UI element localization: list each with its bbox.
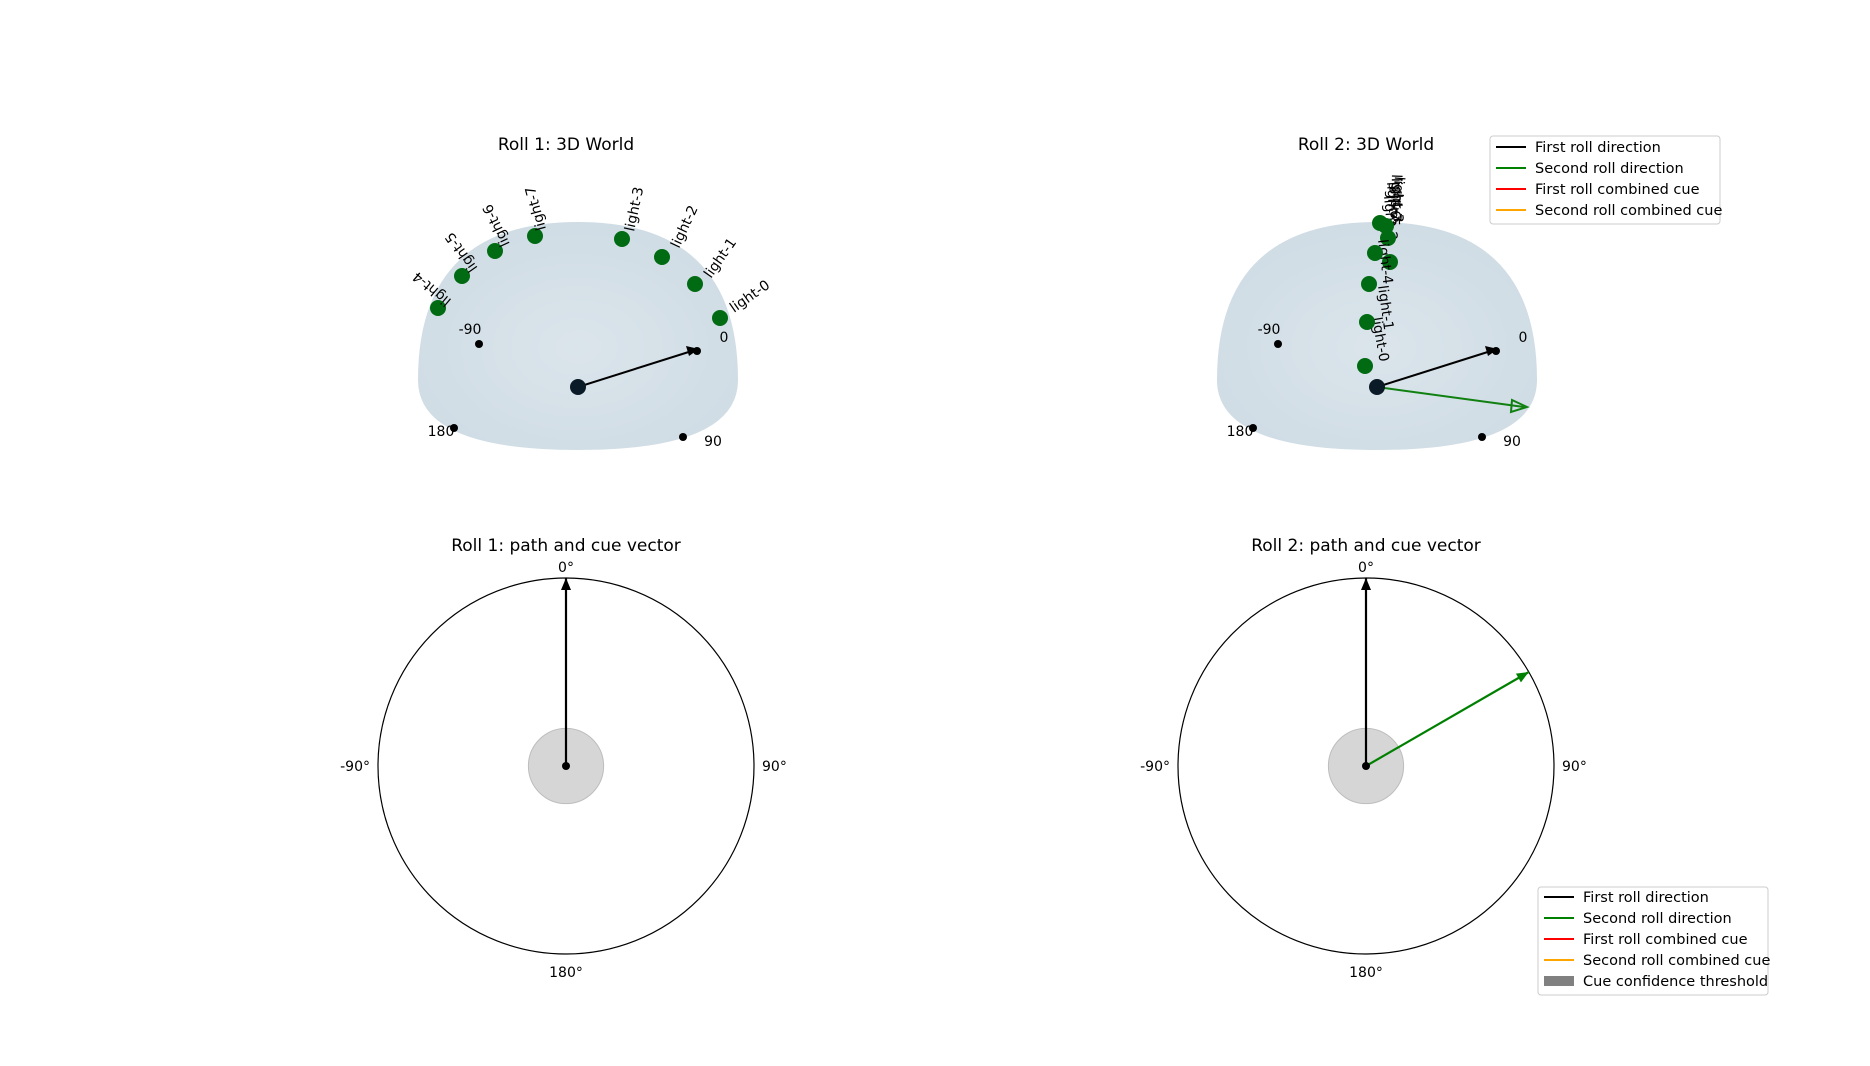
roll2-world-first-direction-arrowhead [1485,346,1498,356]
roll2-world-title: Roll 2: 3D World [1298,135,1434,155]
roll2-light-0-label: light-0 [1368,316,1392,363]
roll2-azimuth-label-180: 180 [1227,424,1254,440]
roll1-light-7-label: light-7 [523,184,550,232]
roll1-azimuth-label-180: 180 [428,424,455,440]
roll1-light-2-marker [654,249,670,265]
roll2-world-second-direction-arrowhead [1509,398,1530,414]
roll1-azimuth-label-minus90: -90 [459,322,482,338]
roll2-light-1-label: light-1 [1374,284,1396,331]
roll2-world-origin [1369,379,1385,395]
roll2-light-2-marker [1382,254,1398,270]
legend-bottom-label-second-direction: Second roll direction [1583,911,1732,927]
roll1-azimuth-label-0: 0 [720,330,729,346]
roll1-world-first-direction-arrowhead [686,346,699,356]
roll2-angle-tick-label: 90° [1562,759,1587,775]
roll2-azimuth-marker-minus90 [1274,340,1282,348]
legend-bottom-swatch-threshold [1544,976,1574,986]
legend-bottom-label-first-direction: First roll direction [1583,890,1709,906]
roll1-first-roll-direction-arrowhead [561,578,571,590]
roll2-azimuth-marker-90 [1478,433,1486,441]
roll1-polar-origin [562,762,570,770]
roll2-light-7-label: light-7 [1387,176,1407,222]
roll1-light-3-label: light-3 [622,185,647,232]
roll2-world-second-direction-arrow [1376,386,1525,408]
roll2-angle-tick-label: 0° [1358,560,1374,576]
roll1-angle-tick-label: 0° [558,560,574,576]
roll2-light-7-marker [1378,218,1394,234]
legend-top-label-second-cue: Second roll combined cue [1535,203,1722,219]
roll2-light-3-marker [1380,230,1396,246]
roll1-light-2-label: light-2 [668,203,702,251]
legend-bottom: First roll direction Second roll directi… [1537,886,1770,996]
roll2-azimuth-marker-180 [1249,424,1257,432]
roll2-light-5-marker [1367,245,1383,261]
legend-top: First roll direction Second roll directi… [1489,135,1722,225]
roll1-light-5-marker [454,268,470,284]
roll1-light-3-marker [614,231,630,247]
roll1-angle-tick-label: 90° [762,759,787,775]
roll2-light-1-marker [1359,314,1375,330]
roll1-azimuth-marker-180 [450,424,458,432]
roll2-light-0-marker [1357,358,1373,374]
roll1-angle-tick-label: -90° [340,759,370,775]
roll2-second-roll-direction-vector [1365,671,1530,767]
roll1-azimuth-marker-minus90 [475,340,483,348]
roll1-world-title: Roll 1: 3D World [498,135,634,155]
legend-top-frame [1489,135,1721,225]
roll2-azimuth-label-0: 0 [1519,330,1528,346]
roll2-second-roll-direction-arrowhead [1515,672,1529,683]
roll2-polar-panel: Roll 2: path and cue vector 0° 90° 180° -90° [1140,536,1587,981]
roll1-azimuth-label-90: 90 [704,434,722,450]
legend-bottom-label-second-cue: Second roll combined cue [1583,953,1770,969]
roll2-angle-tick-label: -90° [1140,759,1170,775]
roll2-light-5-label: light-5 [1383,181,1402,227]
roll1-light-7-marker [527,228,543,244]
roll2-azimuth-label-90: 90 [1503,434,1521,450]
legend-top-label-second-direction: Second roll direction [1535,161,1684,177]
roll2-first-roll-direction-arrowhead [1361,578,1371,590]
roll1-light-0-marker [712,310,728,326]
roll2-azimuth-label-minus90: -90 [1258,322,1281,338]
roll2-light-3-label: light-3 [1388,178,1406,224]
roll1-light-1-label: light-1 [701,235,740,281]
roll2-polar-origin [1362,762,1370,770]
roll1-world-first-direction-arrow [577,349,696,388]
roll2-light-4-marker [1361,276,1377,292]
roll1-light-0-label: light-0 [727,277,773,316]
roll2-light-6-label: light-6 [1386,174,1404,220]
roll2-dome [1217,222,1537,450]
roll1-polar-panel: Roll 1: path and cue vector 0° 90° 180° -90° [340,536,787,981]
roll2-world-first-direction-arrow [1376,349,1495,388]
roll1-azimuth-marker-90 [679,433,687,441]
roll2-world-panel: Roll 2: 3D World -90 0 90 180 light-0 li… [1217,135,1537,450]
legend-bottom-frame [1537,886,1769,996]
roll1-light-4-marker [430,300,446,316]
roll1-polar-title: Roll 1: path and cue vector [451,536,681,556]
roll2-polar-title: Roll 2: path and cue vector [1251,536,1481,556]
roll2-lights: light-0 light-1 light-2 light-3 light-4 … [1357,174,1407,374]
legend-bottom-label-threshold: Cue confidence threshold [1583,974,1768,990]
legend-top-label-first-cue: First roll combined cue [1535,182,1700,198]
roll2-angle-tick-label: 180° [1349,965,1383,981]
roll1-dome [418,222,738,450]
roll1-world-origin [570,379,586,395]
legend-top-label-first-direction: First roll direction [1535,140,1661,156]
legend-bottom-label-first-cue: First roll combined cue [1583,932,1748,948]
roll1-light-1-marker [687,276,703,292]
roll1-world-panel: Roll 1: 3D World -90 0 90 180 light-0 li… [410,135,773,450]
roll1-light-6-marker [487,243,503,259]
roll1-angle-tick-label: 180° [549,965,583,981]
